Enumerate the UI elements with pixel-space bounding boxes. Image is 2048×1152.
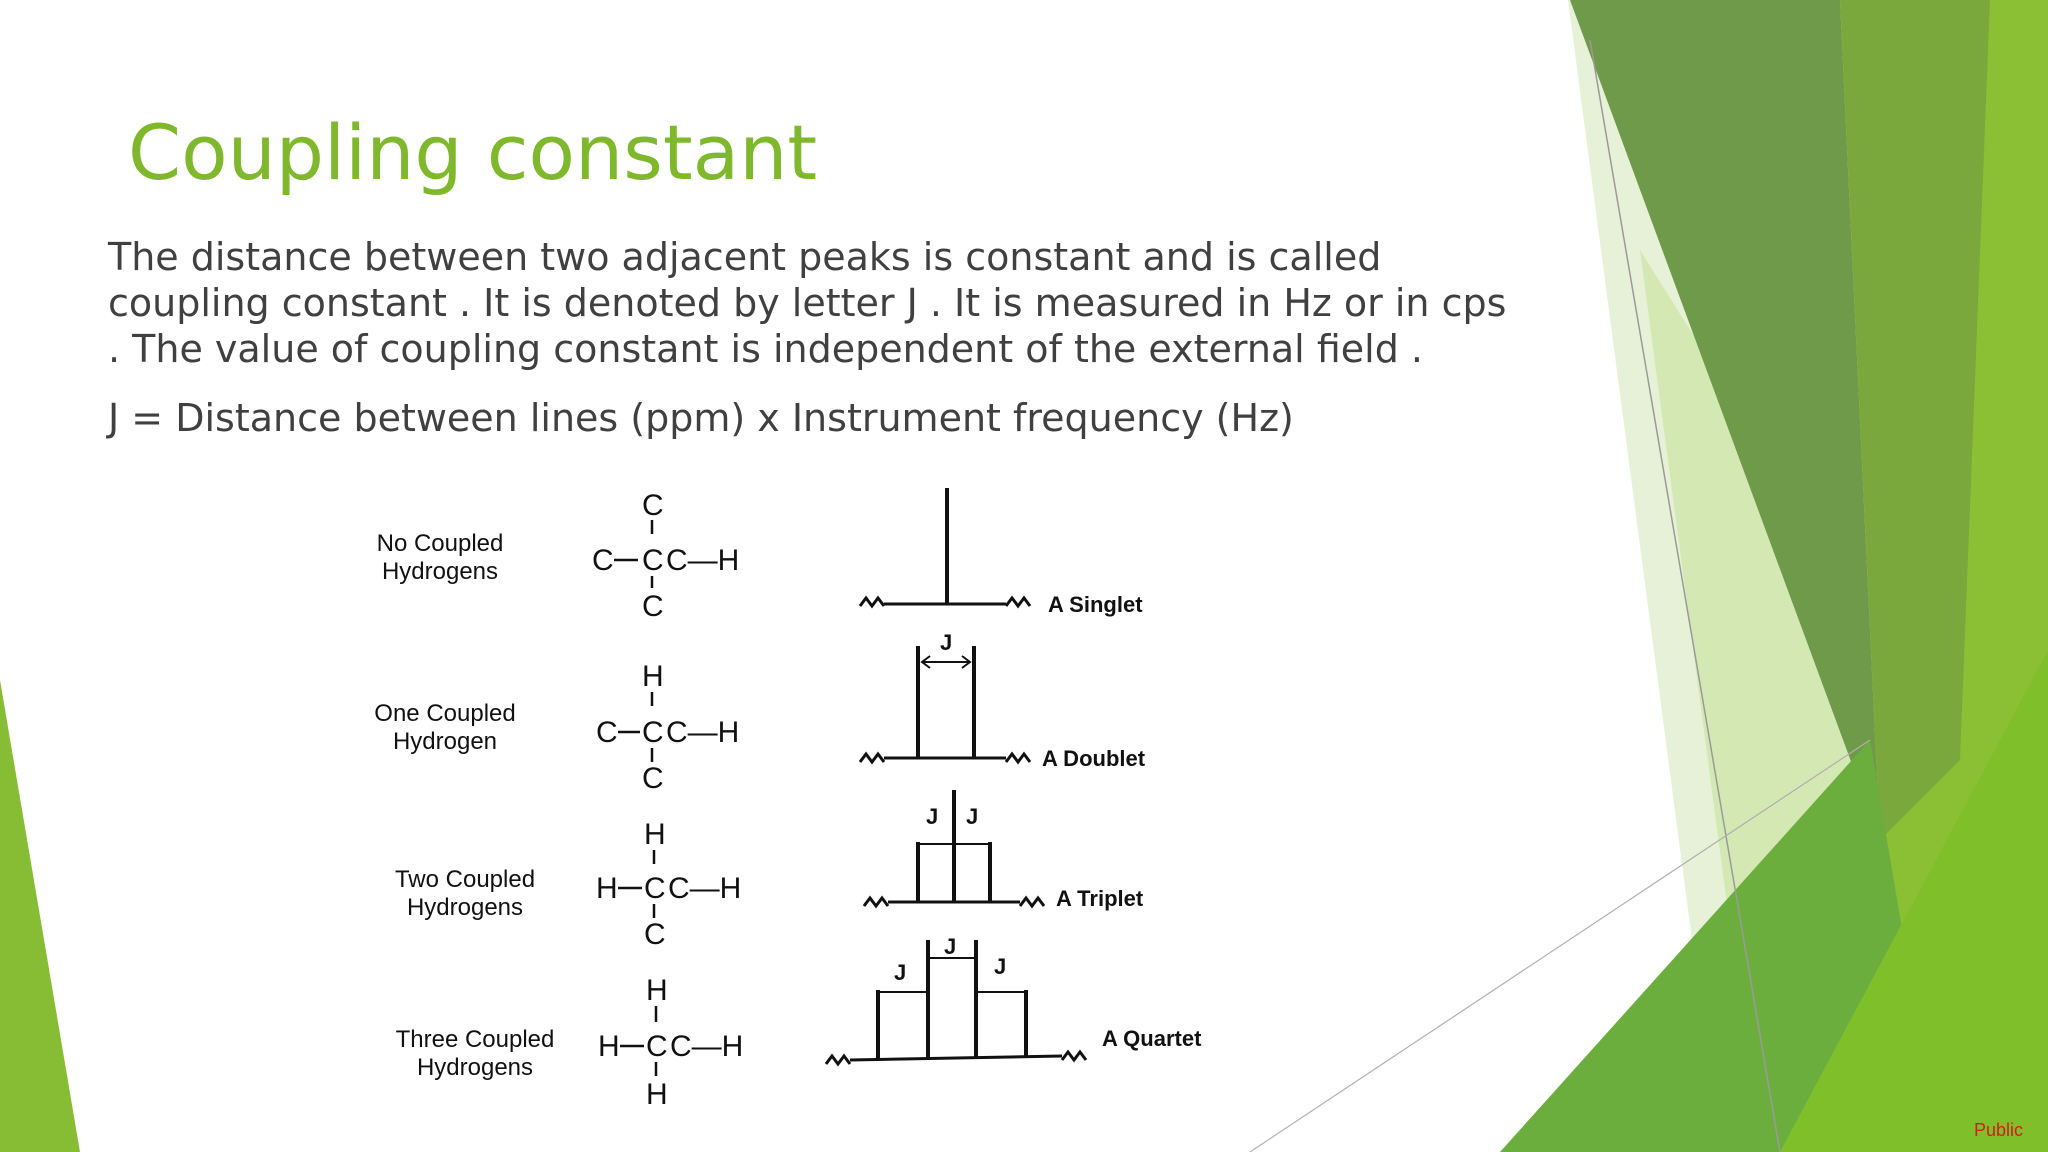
row-label-line: Hydrogens xyxy=(381,558,499,585)
decor-lower-wedge xyxy=(1500,740,1940,1152)
atom-center: C xyxy=(642,716,664,749)
coupling-formula: J = Distance between lines (ppm) x Instr… xyxy=(108,396,1294,440)
singlet-spectrum xyxy=(858,488,1032,609)
j-label: J xyxy=(966,804,978,829)
multiplet-label: A Singlet xyxy=(1048,592,1143,617)
slide-title: Coupling constant xyxy=(128,108,818,197)
baseline-squiggle xyxy=(1060,1049,1088,1063)
baseline-squiggle xyxy=(1018,895,1046,909)
j-label: J xyxy=(894,960,906,985)
coupling-figure: No Coupled Hydrogens One Coupled Hydroge… xyxy=(340,470,1220,1130)
atom-top: C xyxy=(642,489,664,522)
row-label-line: Two Coupled xyxy=(394,866,536,893)
decor-mid-panel xyxy=(1570,0,1880,840)
baseline-squiggle xyxy=(824,1053,852,1067)
atom-bottom: H xyxy=(646,1078,668,1111)
baseline xyxy=(849,1054,1063,1062)
atom-top: H xyxy=(642,660,664,693)
multiplet-label: A Doublet xyxy=(1042,746,1146,771)
decor-thin-line xyxy=(1589,39,1781,1152)
row-label: One Coupled Hydrogen xyxy=(340,700,550,756)
doublet-spectrum xyxy=(858,646,1032,765)
quartet-spectrum xyxy=(824,940,1088,1067)
atom-center: C xyxy=(646,1030,668,1063)
row-label-line: No Coupled xyxy=(376,530,504,557)
atom-right-group: C—H xyxy=(666,716,739,749)
atom-bottom: C xyxy=(644,918,666,951)
atom-left: H xyxy=(598,1030,620,1063)
row-label: No Coupled Hydrogens xyxy=(340,530,540,586)
multiplet-label: A Triplet xyxy=(1056,886,1144,911)
j-label: J xyxy=(994,954,1006,979)
structure-1: C C C C—H C xyxy=(592,489,739,623)
arrowhead xyxy=(920,655,931,669)
row-label-line: Hydrogens xyxy=(416,1054,534,1081)
row-label-line: Hydrogens xyxy=(406,894,524,921)
j-label: J xyxy=(926,804,938,829)
arrowhead xyxy=(961,655,972,669)
structure-2: H C C C—H C xyxy=(596,660,739,795)
atom-center: C xyxy=(642,544,664,577)
decor-olive-panel xyxy=(1840,0,1990,840)
atom-bottom: C xyxy=(642,590,664,623)
definition-paragraph: The distance between two adjacent peaks … xyxy=(108,235,1507,371)
atom-left: C xyxy=(592,544,614,577)
atom-top: H xyxy=(644,818,666,851)
decor-bottom-right-wedge xyxy=(1780,650,2048,1152)
structure-4: H H C C—H H xyxy=(598,974,743,1111)
classification-label: Public xyxy=(1974,1120,2024,1140)
multiplet-label: A Quartet xyxy=(1102,1026,1202,1051)
baseline-squiggle xyxy=(858,751,886,765)
structure-3: H H C C—H C xyxy=(596,818,741,951)
atom-center: C xyxy=(644,872,666,905)
decor-thin-line xyxy=(1249,739,1871,1152)
row-label: Three Coupled Hydrogens xyxy=(360,1026,590,1082)
atom-bottom: C xyxy=(642,762,664,795)
row-label-line: One Coupled xyxy=(374,700,516,727)
baseline-squiggle xyxy=(858,595,886,609)
row-label-line: Three Coupled xyxy=(395,1026,555,1053)
baseline-squiggle xyxy=(1004,751,1032,765)
atom-right-group: C—H xyxy=(670,1030,743,1063)
triplet-spectrum xyxy=(862,790,1046,909)
j-label: J xyxy=(940,630,952,655)
row-label-line: Hydrogen xyxy=(392,728,498,755)
atom-left: C xyxy=(596,716,618,749)
atom-top: H xyxy=(646,974,668,1007)
atom-right-group: C—H xyxy=(666,544,739,577)
structures-and-spectra: C C C C—H C H C C C—H C H H C C—H xyxy=(592,488,1202,1111)
decor-left-wedge xyxy=(0,680,80,1152)
baseline-squiggle xyxy=(862,895,890,909)
baseline-squiggle xyxy=(1004,595,1032,609)
atom-left: H xyxy=(596,872,618,905)
j-label: J xyxy=(944,934,956,959)
row-label: Two Coupled Hydrogens xyxy=(360,866,570,922)
atom-right-group: C—H xyxy=(668,872,741,905)
